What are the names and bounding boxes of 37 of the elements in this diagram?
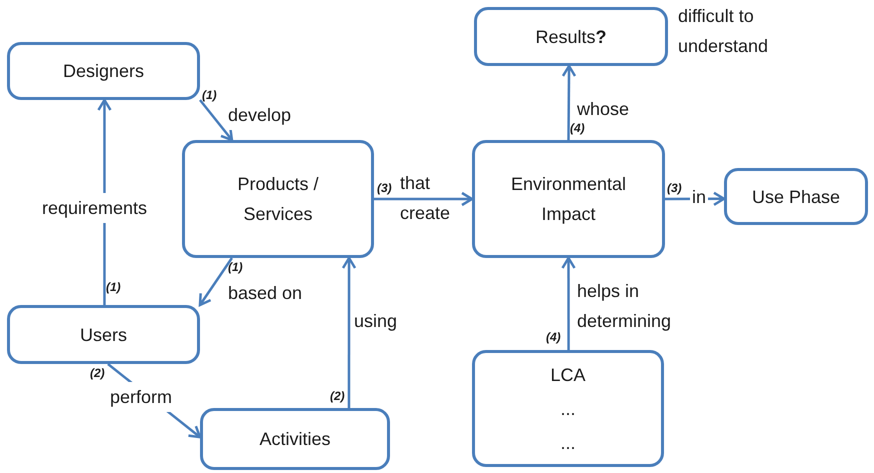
process-box	[7, 42, 200, 100]
edge-label: helps in determining	[576, 280, 672, 333]
node-text: Results?	[535, 26, 607, 48]
note-text: difficult to understand	[678, 5, 770, 58]
process-box	[724, 168, 868, 225]
step-number: (1)	[228, 260, 243, 274]
step-number: (2)	[90, 366, 105, 380]
node-text: Users	[80, 324, 127, 346]
edge-label: that create	[399, 172, 452, 225]
process-box	[182, 140, 374, 258]
edge-label: requirements	[40, 193, 150, 223]
process-box	[472, 350, 664, 467]
node-text: ...	[560, 432, 576, 454]
step-number: (3)	[377, 181, 392, 195]
node-text: Products / Services	[236, 173, 320, 226]
node-text: LCA	[550, 364, 586, 386]
node-text: Designers	[62, 60, 144, 83]
process-box	[474, 7, 668, 66]
process-box	[200, 408, 390, 470]
node-text: Activities	[259, 428, 330, 451]
arrow	[561, 256, 576, 350]
arrow	[374, 192, 474, 206]
node-text: Environmental Impact	[510, 173, 628, 226]
step-number: (4)	[546, 330, 561, 344]
step-number: (1)	[202, 88, 217, 102]
arrow	[562, 64, 576, 140]
step-number: (1)	[106, 280, 121, 294]
arrow	[342, 256, 356, 408]
node-text: ...	[560, 398, 576, 420]
process-box	[472, 140, 665, 258]
step-number: (2)	[330, 389, 345, 403]
arrow	[198, 257, 233, 306]
arrow	[199, 99, 234, 142]
process-box	[7, 305, 200, 364]
step-number: (4)	[570, 121, 585, 135]
step-number: (3)	[667, 181, 682, 195]
node-text: Use Phase	[752, 186, 840, 208]
